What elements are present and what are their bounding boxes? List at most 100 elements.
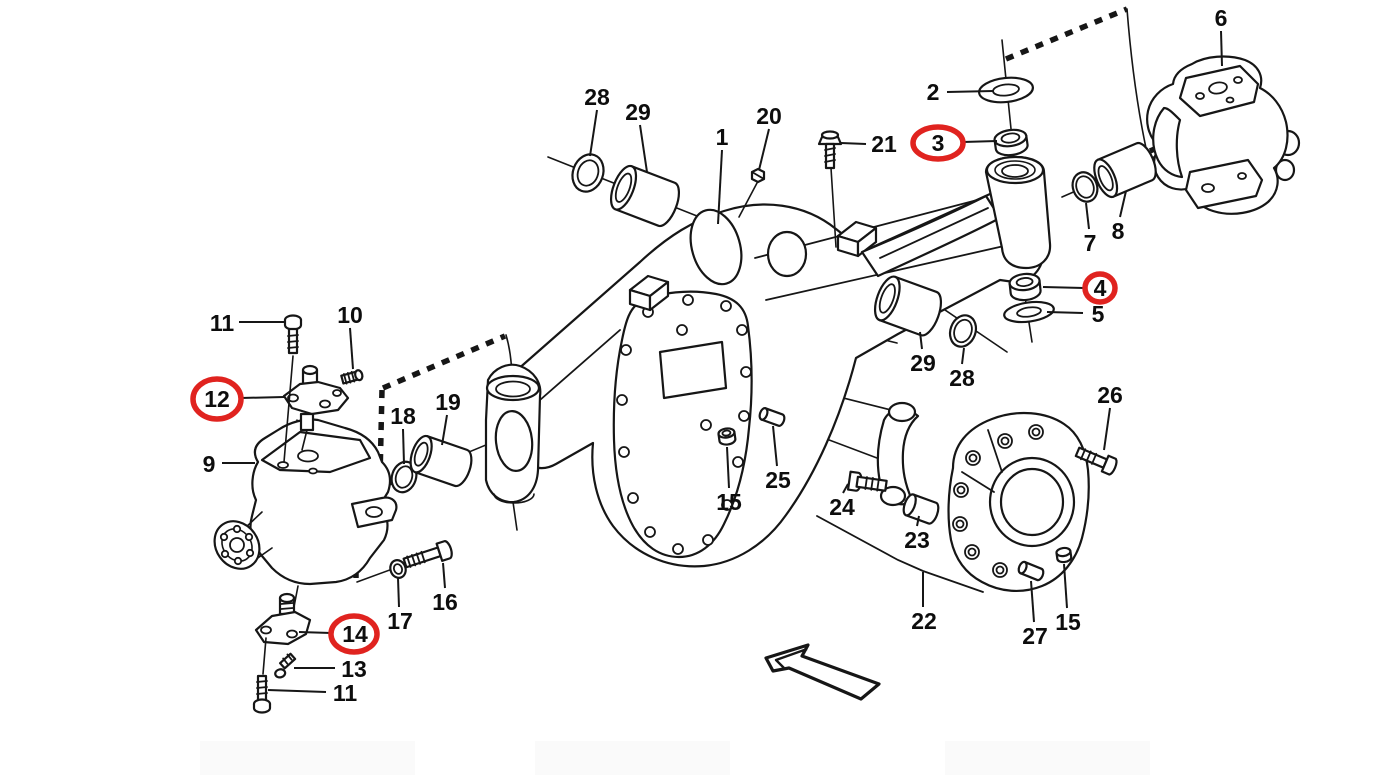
part-number-15a: 15 (716, 489, 742, 515)
part-number-5: 5 (1092, 301, 1105, 327)
part-number-14: 14 (342, 621, 368, 647)
leader-line-2 (946, 90, 994, 93)
part-number-6: 6 (1215, 5, 1228, 31)
scan-artifacts (200, 741, 1150, 775)
part-number-25: 25 (765, 467, 791, 493)
part-number-22: 22 (911, 608, 937, 634)
leader-line-18 (402, 428, 405, 465)
part-number-15b: 15 (1055, 609, 1081, 635)
leader-line-3 (962, 140, 998, 143)
callout-25: 25 (765, 425, 791, 493)
bushing-8 (1093, 141, 1157, 199)
leader-line-1 (717, 149, 723, 225)
flange-bolt-holes (952, 424, 1044, 578)
leader-line-5 (1046, 311, 1084, 314)
leader-line-26 (1103, 407, 1111, 451)
leader-line-8 (1119, 190, 1127, 218)
callout-29a: 29 (625, 99, 651, 173)
part-number-11b: 11 (333, 680, 358, 706)
part-number-21: 21 (871, 131, 897, 157)
callout-8: 8 (1112, 190, 1127, 244)
callout-20: 20 (756, 103, 782, 171)
washer-5 (1003, 300, 1055, 324)
part-number-10: 10 (337, 302, 363, 328)
callout-28b: 28 (949, 347, 975, 391)
leader-line-10 (349, 327, 354, 370)
bolt-24 (846, 470, 888, 492)
part-number-12: 12 (204, 386, 230, 412)
leader-line-29b (919, 331, 923, 350)
leader-line-15b (1063, 563, 1068, 609)
steering-knuckle-9 (213, 418, 398, 613)
left-yoke (484, 363, 542, 531)
leader-line-11b (267, 689, 327, 693)
part-number-7: 7 (1084, 230, 1097, 256)
washer-2 (978, 76, 1034, 104)
right-kingpin-boss (984, 155, 1052, 270)
leader-line-6 (1220, 30, 1223, 67)
callout-4: 4 (1042, 271, 1118, 305)
part-number-13: 13 (341, 656, 367, 682)
pin-25 (758, 407, 786, 427)
bushing-29-upper (609, 164, 681, 228)
part-number-26: 26 (1097, 382, 1123, 408)
bolt-11-upper (283, 314, 303, 463)
callout-26: 26 (1097, 382, 1123, 451)
callout-7: 7 (1084, 202, 1097, 256)
callout-17: 17 (387, 577, 413, 634)
callout-1: 1 (716, 124, 729, 225)
leader-line-24 (842, 483, 849, 494)
part-number-11a: 11 (210, 310, 235, 336)
part-number-1: 1 (716, 124, 729, 150)
nut-20 (738, 167, 766, 218)
part-number-9: 9 (203, 451, 216, 477)
part-number-24: 24 (829, 494, 855, 520)
leader-line-7 (1085, 202, 1090, 230)
callout-11a: 11 (210, 310, 285, 336)
bushing-23 (902, 493, 940, 525)
seal-7 (1071, 171, 1099, 203)
plug-15-center (717, 427, 737, 446)
callout-18: 18 (390, 403, 416, 465)
part-number-19: 19 (435, 389, 461, 415)
part-number-29b: 29 (910, 350, 936, 376)
leader-line-21 (840, 142, 867, 145)
callout-22: 22 (911, 572, 937, 634)
callout-14: 14 (298, 613, 380, 655)
callout-23: 23 (904, 515, 930, 553)
hub-flange-22 (947, 411, 1090, 593)
highlight-circle-12 (190, 376, 244, 422)
leader-line-27 (1030, 580, 1035, 623)
bolt-11-lower (252, 674, 272, 714)
callout-12: 12 (190, 376, 285, 422)
pin-27 (1017, 560, 1045, 582)
part-number-20: 20 (756, 103, 782, 129)
leader-line-12 (240, 396, 285, 399)
part-number-8: 8 (1112, 218, 1125, 244)
bushing-19 (409, 434, 473, 488)
part-number-2: 2 (927, 79, 940, 105)
leader-line-4 (1042, 286, 1085, 289)
bolt-26 (1074, 446, 1118, 476)
leader-line-15a (726, 446, 730, 489)
leader-line-25 (772, 425, 778, 467)
part-number-28a: 28 (584, 84, 610, 110)
callout-10: 10 (337, 302, 363, 370)
bolt-21 (817, 130, 843, 248)
callout-19: 19 (435, 389, 461, 446)
part-number-16: 16 (432, 589, 458, 615)
callout-3: 3 (910, 124, 998, 162)
callout-15a: 15 (716, 446, 742, 515)
part-number-28b: 28 (949, 365, 975, 391)
bushing-29-mid (873, 275, 943, 337)
callout-27: 27 (1022, 580, 1048, 649)
leader-line-14 (298, 631, 332, 634)
callout-2: 2 (927, 79, 994, 105)
callout-28a: 28 (584, 84, 610, 157)
bracket-14 (254, 592, 312, 675)
leader-line-28b (961, 347, 965, 365)
highlight-circle-4 (1082, 271, 1118, 305)
part-number-27: 27 (1022, 623, 1048, 649)
direction-arrow (764, 643, 881, 701)
